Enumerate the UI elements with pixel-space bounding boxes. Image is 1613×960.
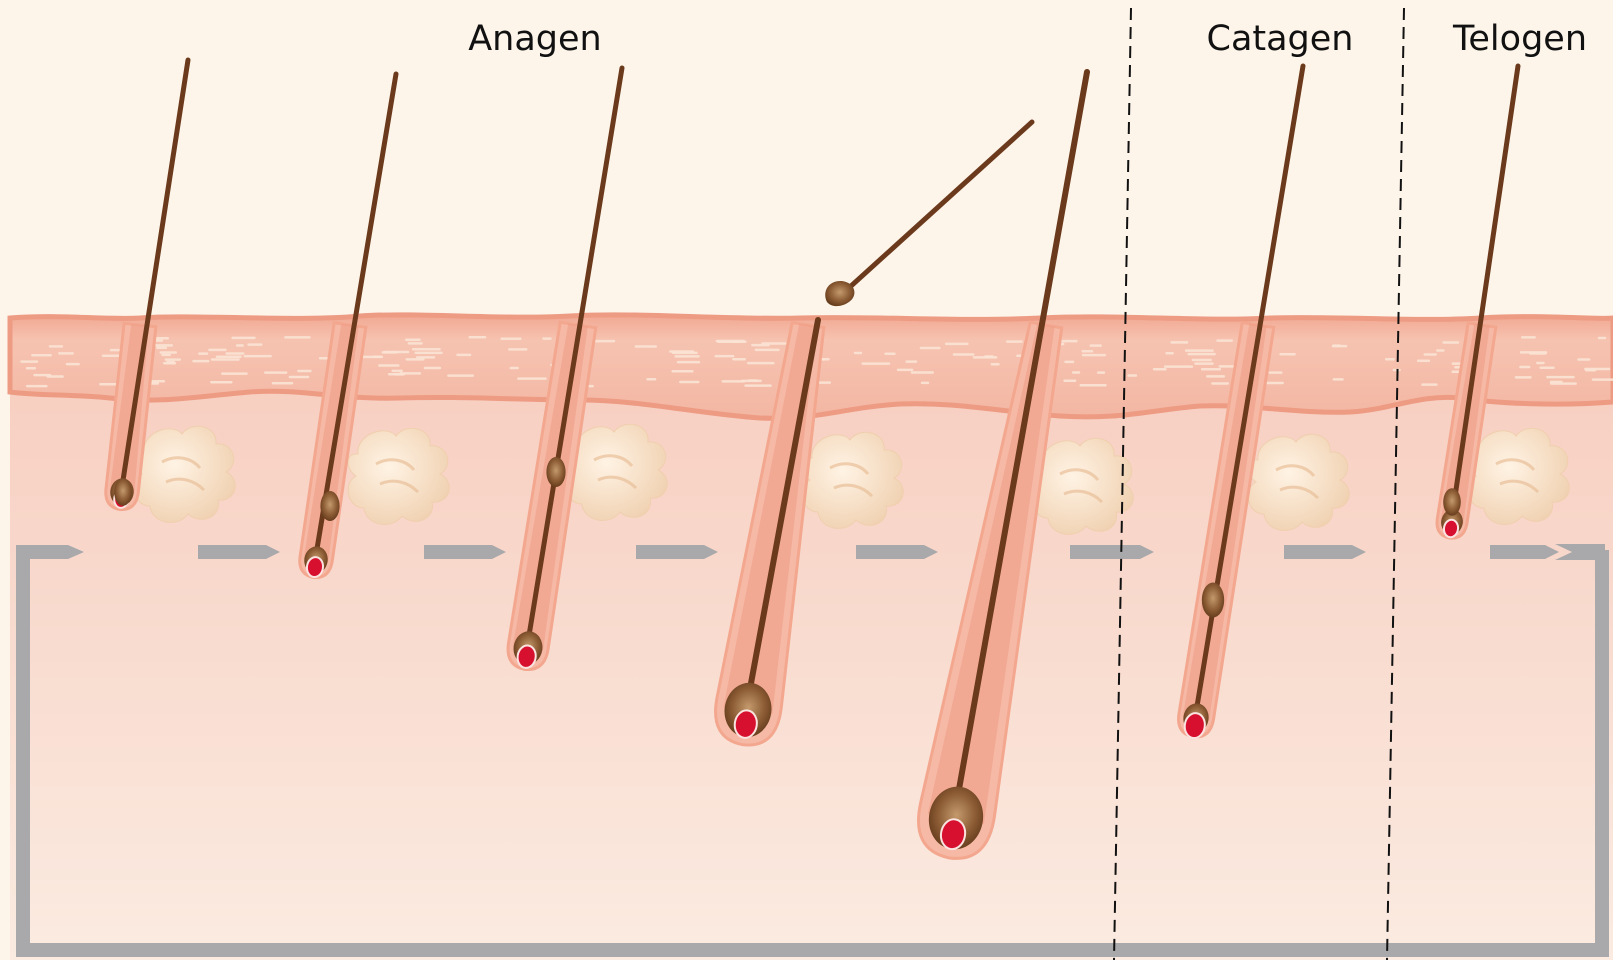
- cycle-arrow-segment: [424, 545, 506, 559]
- cycle-arrow-segment: [1490, 545, 1559, 559]
- club-bulb: [114, 478, 132, 506]
- cycle-arrow-segment: [636, 545, 718, 559]
- phase-label-catagen: Catagen: [1207, 19, 1354, 59]
- cycle-arrow-segment: [198, 545, 280, 559]
- phase-label-telogen: Telogen: [1452, 19, 1587, 59]
- club-bulb: [320, 491, 339, 521]
- cycle-arrow-segment: [1070, 545, 1154, 559]
- club-bulb: [1443, 488, 1461, 516]
- club-bulb: [546, 457, 565, 487]
- club-bulb: [1202, 583, 1224, 618]
- cycle-arrow-segment: [856, 545, 938, 559]
- cycle-arrow-segment: [1284, 545, 1366, 559]
- phase-label-anagen: Anagen: [468, 19, 602, 59]
